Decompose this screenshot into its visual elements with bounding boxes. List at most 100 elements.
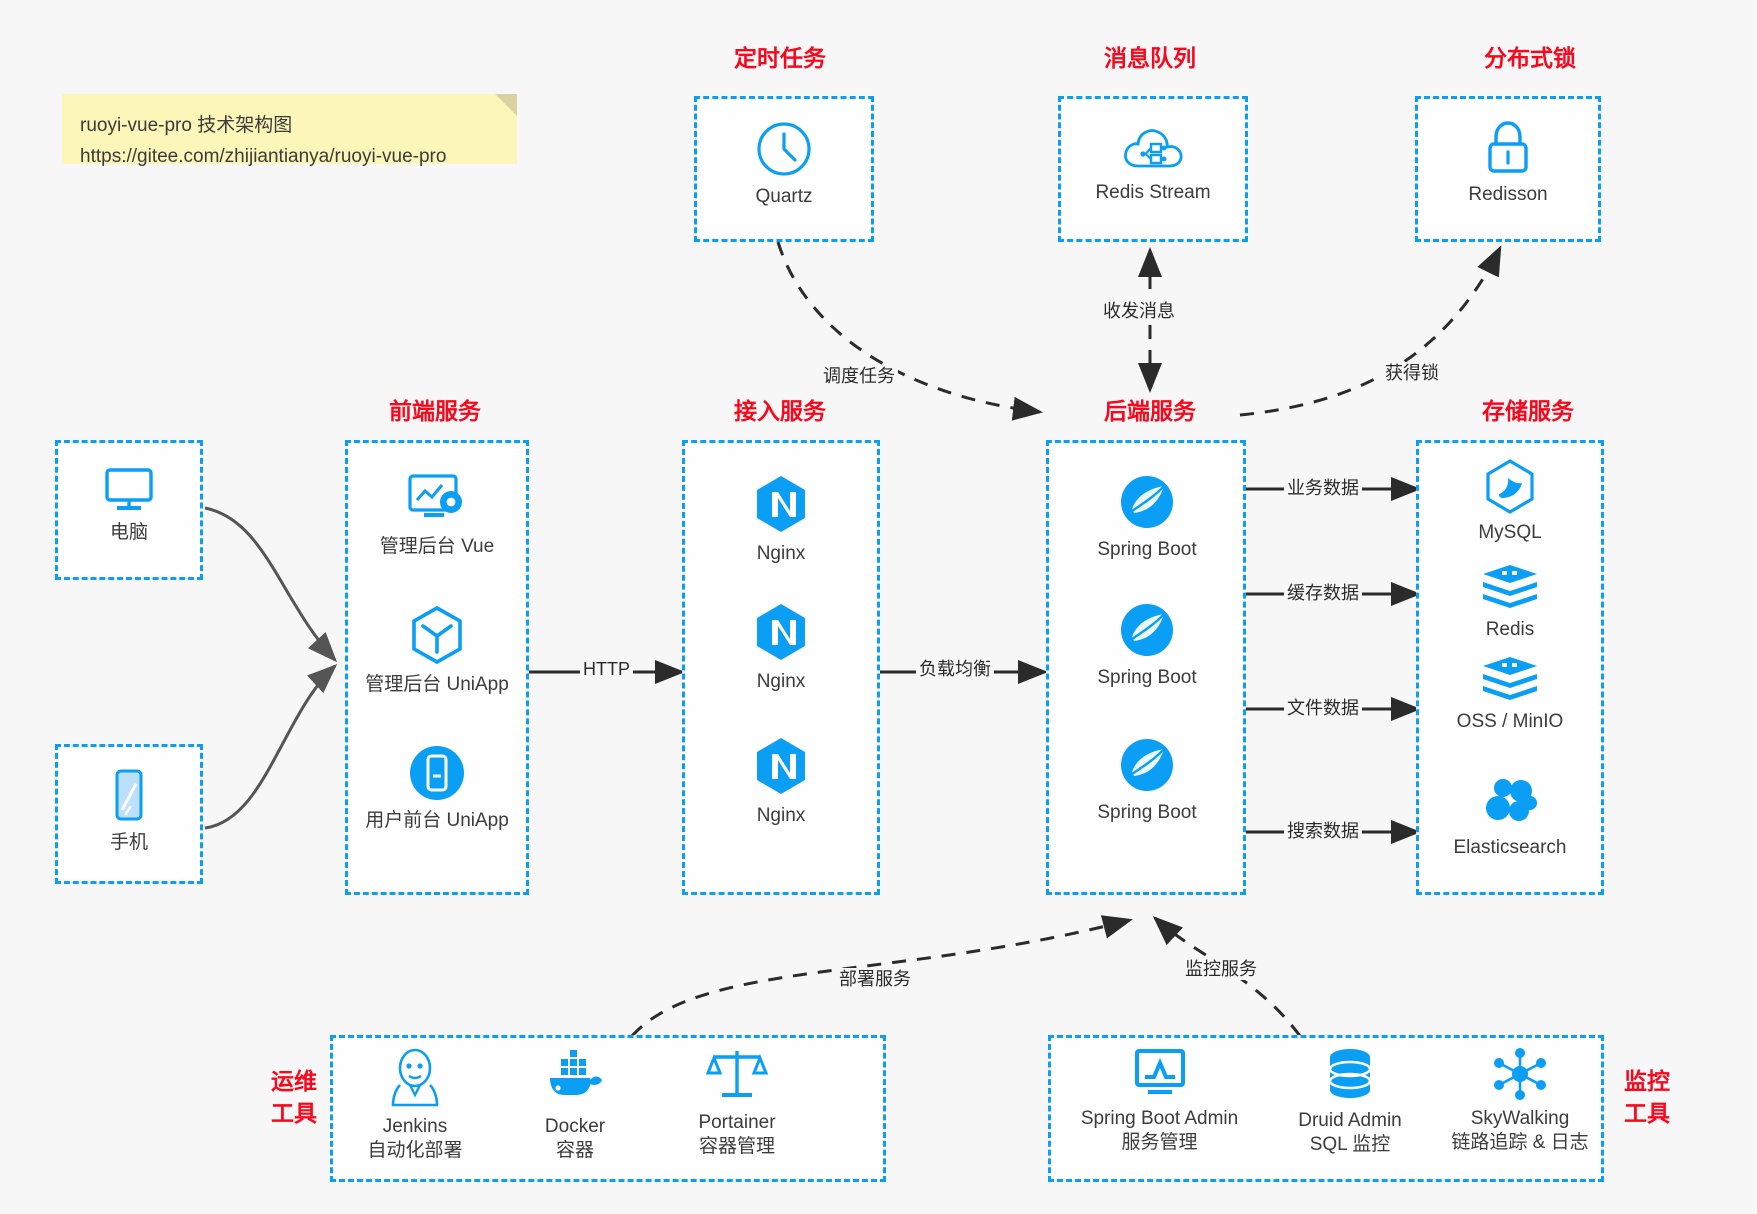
mobile-phone-icon <box>39 768 219 824</box>
nginx-icon <box>691 601 871 663</box>
node-label: Spring Boot Admin <box>1080 1108 1239 1129</box>
node-computer[interactable]: 电脑 <box>39 464 219 545</box>
node-sublabel: 容器管理 <box>698 1136 775 1157</box>
node-spring-boot-2[interactable]: Spring Boot <box>1057 601 1237 690</box>
node-label: Portainer <box>698 1112 776 1133</box>
node-label: OSS / MinIO <box>1456 711 1564 732</box>
node-oss-minio[interactable]: OSS / MinIO <box>1420 655 1600 734</box>
edge-label-deploy-service: 部署服务 <box>836 968 914 990</box>
node-druid-admin[interactable]: Druid Admin SQL 监控 <box>1265 1047 1435 1157</box>
group-title-devops-tools: 运维 工具 <box>255 1065 333 1129</box>
node-spring-boot-1[interactable]: Spring Boot <box>1057 473 1237 562</box>
node-label: Elasticsearch <box>1453 837 1567 858</box>
node-label: 用户前台 UniApp <box>365 810 509 831</box>
node-label: Redis <box>1485 619 1535 640</box>
node-redisson[interactable]: Redisson <box>1418 120 1598 207</box>
dashboard-gear-icon <box>347 470 527 528</box>
node-label: Nginx <box>756 805 806 826</box>
node-label: Redisson <box>1468 184 1548 205</box>
node-label: Jenkins <box>382 1116 448 1137</box>
node-label: Spring Boot <box>1097 667 1197 688</box>
node-skywalking[interactable]: SkyWalking 链路追踪 & 日志 <box>1425 1047 1615 1155</box>
group-title-frontend-service: 前端服务 <box>389 398 481 424</box>
spring-boot-icon <box>1057 473 1237 531</box>
node-label: Nginx <box>756 543 806 564</box>
jenkins-butler-icon <box>330 1047 500 1109</box>
node-label: Docker <box>544 1116 606 1137</box>
edge-label-file-data: 文件数据 <box>1284 697 1362 719</box>
node-docker[interactable]: Docker 容器 <box>490 1047 660 1163</box>
node-label: 电脑 <box>109 522 148 543</box>
devops-title-line-2: 工具 <box>271 1100 317 1126</box>
edge-label-load-balance: 负载均衡 <box>916 658 994 680</box>
node-admin-uniapp[interactable]: 管理后台 UniApp <box>347 604 527 697</box>
group-box-message-queue <box>1058 96 1248 242</box>
node-spring-boot-admin[interactable]: Spring Boot Admin 服务管理 <box>1062 1047 1257 1155</box>
elasticsearch-icon <box>1420 775 1600 829</box>
desktop-monitor-icon <box>39 464 219 514</box>
edge-label-acquire-lock: 获得锁 <box>1382 362 1442 384</box>
edge-computer-to-frontend <box>204 506 338 663</box>
group-title-scheduled-task: 定时任务 <box>734 45 826 71</box>
redis-stack-icon <box>1420 563 1600 611</box>
node-redis[interactable]: Redis <box>1420 563 1600 642</box>
edge-phone-to-frontend <box>204 663 338 830</box>
note-line-1: ruoyi-vue-pro 技术架构图 <box>80 115 293 136</box>
node-sublabel: 容器 <box>555 1140 594 1161</box>
group-title-backend-service: 后端服务 <box>1104 398 1196 424</box>
node-spring-boot-3[interactable]: Spring Boot <box>1057 736 1237 825</box>
node-admin-vue[interactable]: 管理后台 Vue <box>347 470 527 559</box>
node-sublabel: 服务管理 <box>1121 1132 1198 1153</box>
edge-label-http: HTTP <box>580 658 633 680</box>
node-mysql[interactable]: MySQL <box>1420 458 1600 545</box>
database-cylinder-icon <box>1265 1047 1435 1103</box>
group-title-monitor-tools: 监控 工具 <box>1608 1065 1686 1129</box>
node-sublabel: SQL 监控 <box>1309 1134 1391 1155</box>
node-quartz[interactable]: Quartz <box>694 120 874 209</box>
node-elasticsearch[interactable]: Elasticsearch <box>1420 775 1600 860</box>
nginx-icon <box>691 473 871 535</box>
edge-label-cache-data: 缓存数据 <box>1284 582 1362 604</box>
edge-backend-to-redisson <box>1239 245 1502 417</box>
node-nginx-1[interactable]: Nginx <box>691 473 871 566</box>
node-nginx-3[interactable]: Nginx <box>691 735 871 828</box>
node-redis-stream[interactable]: Redis Stream <box>1063 122 1243 205</box>
node-phone[interactable]: 手机 <box>39 768 219 855</box>
monitor-title-line-1: 监控 <box>1624 1068 1670 1094</box>
mobile-app-circle-icon <box>347 744 527 802</box>
skywalking-network-icon <box>1425 1047 1615 1101</box>
edge-label-send-receive-message: 收发消息 <box>1100 300 1178 322</box>
node-user-uniapp[interactable]: 用户前台 UniApp <box>347 744 527 833</box>
devops-title-line-1: 运维 <box>271 1068 317 1094</box>
node-label: 管理后台 Vue <box>379 536 495 557</box>
edge-label-search-data: 搜索数据 <box>1284 820 1362 842</box>
group-box-distributed-lock <box>1415 96 1601 242</box>
group-title-storage-service: 存储服务 <box>1482 398 1574 424</box>
group-box-devops-tools <box>330 1035 886 1182</box>
scales-balance-icon <box>652 1045 822 1105</box>
node-jenkins[interactable]: Jenkins 自动化部署 <box>330 1047 500 1163</box>
object-storage-stack-icon <box>1420 655 1600 703</box>
monitor-title-line-2: 工具 <box>1624 1100 1670 1126</box>
group-title-access-service: 接入服务 <box>734 398 826 424</box>
group-box-scheduled-task <box>694 96 874 242</box>
group-title-message-queue: 消息队列 <box>1104 45 1196 71</box>
node-label: SkyWalking <box>1470 1108 1570 1129</box>
node-label: 手机 <box>109 832 148 853</box>
group-title-distributed-lock: 分布式锁 <box>1484 45 1576 71</box>
edge-quartz-to-backend <box>776 241 1043 421</box>
monitor-chart-icon <box>1062 1047 1257 1101</box>
edge-label-business-data: 业务数据 <box>1284 477 1362 499</box>
node-label: Quartz <box>755 186 813 207</box>
clock-icon <box>694 120 874 178</box>
node-label: MySQL <box>1478 522 1542 543</box>
node-nginx-2[interactable]: Nginx <box>691 601 871 694</box>
node-portainer[interactable]: Portainer 容器管理 <box>652 1045 822 1159</box>
note-fold-corner <box>495 94 517 116</box>
spring-boot-icon <box>1057 736 1237 794</box>
docker-whale-icon <box>490 1047 660 1109</box>
node-sublabel: 自动化部署 <box>367 1140 463 1161</box>
node-label: Spring Boot <box>1097 539 1197 560</box>
node-label: Redis Stream <box>1095 182 1211 203</box>
